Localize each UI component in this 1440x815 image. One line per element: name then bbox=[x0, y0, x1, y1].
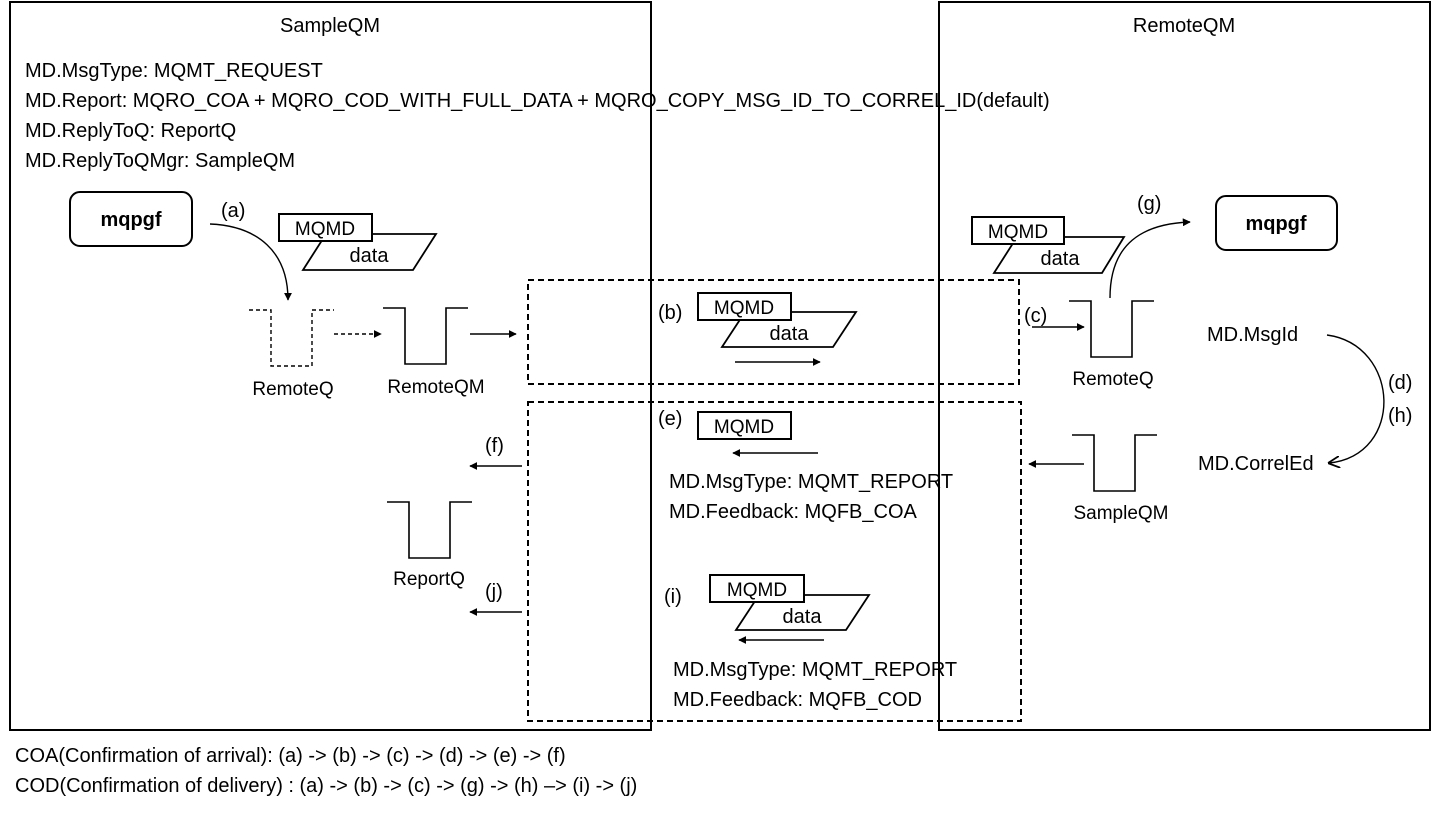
remoteq-target-label: RemoteQ bbox=[1072, 369, 1153, 390]
reportq-queue bbox=[387, 501, 472, 559]
coa-feedback: MD.Feedback: MQFB_COA bbox=[669, 501, 918, 523]
cod-mqmd-label: MQMD bbox=[727, 580, 787, 601]
sampleqm-title: SampleQM bbox=[280, 15, 380, 37]
md-line-replytoqmgr: MD.ReplyToQMgr: SampleQM bbox=[25, 150, 295, 172]
coa-msgtype: MD.MsgType: MQMT_REPORT bbox=[669, 471, 953, 493]
step-b-label: (b) bbox=[658, 302, 682, 324]
step-g-label: (g) bbox=[1137, 193, 1161, 215]
step-a-arrow bbox=[209, 223, 292, 301]
remoteq-local-queue bbox=[249, 309, 334, 367]
msg2-data-label: data bbox=[770, 323, 810, 345]
sampleqm-xmit-label: SampleQM bbox=[1073, 503, 1168, 524]
coa-mqmd-label: MQMD bbox=[714, 417, 774, 438]
sampleqm-panel bbox=[9, 1, 652, 731]
cod-msgtype: MD.MsgType: MQMT_REPORT bbox=[673, 659, 957, 681]
md-line-msgtype: MD.MsgType: MQMT_REQUEST bbox=[25, 60, 323, 82]
channel-return-region bbox=[527, 401, 1022, 722]
msg3-mqmd-label: MQMD bbox=[988, 222, 1048, 243]
msg3-data-label: data bbox=[1041, 248, 1081, 270]
correlid-label: MD.CorrelEd bbox=[1198, 453, 1314, 475]
cod-feedback: MD.Feedback: MQFB_COD bbox=[673, 689, 922, 711]
cod-data-label: data bbox=[783, 606, 823, 628]
md-line-report: MD.Report: MQRO_COA + MQRO_COD_WITH_FULL… bbox=[25, 90, 1050, 112]
cod-data-shape bbox=[734, 594, 871, 631]
legend-coa: COA(Confirmation of arrival): (a) -> (b)… bbox=[15, 745, 566, 767]
mqpgf-sender-label: mqpgf bbox=[100, 209, 161, 231]
md-line-replytoq: MD.ReplyToQ: ReportQ bbox=[25, 120, 236, 142]
reportq-label: ReportQ bbox=[393, 569, 465, 590]
step-f-label: (f) bbox=[485, 435, 504, 457]
mqpgf-receiver-label: mqpgf bbox=[1245, 213, 1306, 235]
cod-mqmd-box bbox=[709, 574, 805, 603]
msg1-mqmd-label: MQMD bbox=[295, 219, 355, 240]
remoteq-target-queue bbox=[1069, 300, 1154, 358]
step-i-label: (i) bbox=[664, 586, 682, 608]
coa-mqmd-box bbox=[697, 411, 792, 440]
remoteq-local-label: RemoteQ bbox=[252, 379, 333, 400]
step-j-label: (j) bbox=[485, 581, 503, 603]
msg1-data-shape bbox=[301, 233, 438, 271]
step-a-label: (a) bbox=[221, 200, 245, 222]
step-g-arrow bbox=[1109, 218, 1191, 299]
legend-cod: COD(Confirmation of delivery) : (a) -> (… bbox=[15, 775, 637, 797]
msg1-mqmd-box bbox=[278, 213, 373, 242]
step-d-label: (d) bbox=[1388, 372, 1412, 394]
step-h-label: (h) bbox=[1388, 405, 1412, 427]
remoteqm-title: RemoteQM bbox=[1133, 15, 1235, 37]
msgid-to-correlid-arrow bbox=[1326, 334, 1385, 463]
remoteqm-panel bbox=[938, 1, 1431, 731]
mqpgf-sender-box bbox=[69, 191, 193, 247]
step-e-label: (e) bbox=[658, 408, 682, 430]
msg3-mqmd-box bbox=[971, 216, 1065, 245]
msg1-data-label: data bbox=[350, 245, 390, 267]
channel-outbound-region bbox=[527, 279, 1020, 385]
step-c-label: (c) bbox=[1024, 305, 1047, 327]
msgid-label: MD.MsgId bbox=[1207, 324, 1298, 346]
msg3-data-shape bbox=[992, 236, 1126, 274]
remoteqm-xmit-queue bbox=[383, 307, 468, 365]
sampleqm-xmit-queue bbox=[1072, 434, 1157, 492]
msg2-mqmd-label: MQMD bbox=[714, 298, 774, 319]
msg2-mqmd-box bbox=[697, 292, 792, 321]
mqpgf-receiver-box bbox=[1215, 195, 1338, 251]
remoteqm-xmit-label: RemoteQM bbox=[387, 377, 484, 398]
